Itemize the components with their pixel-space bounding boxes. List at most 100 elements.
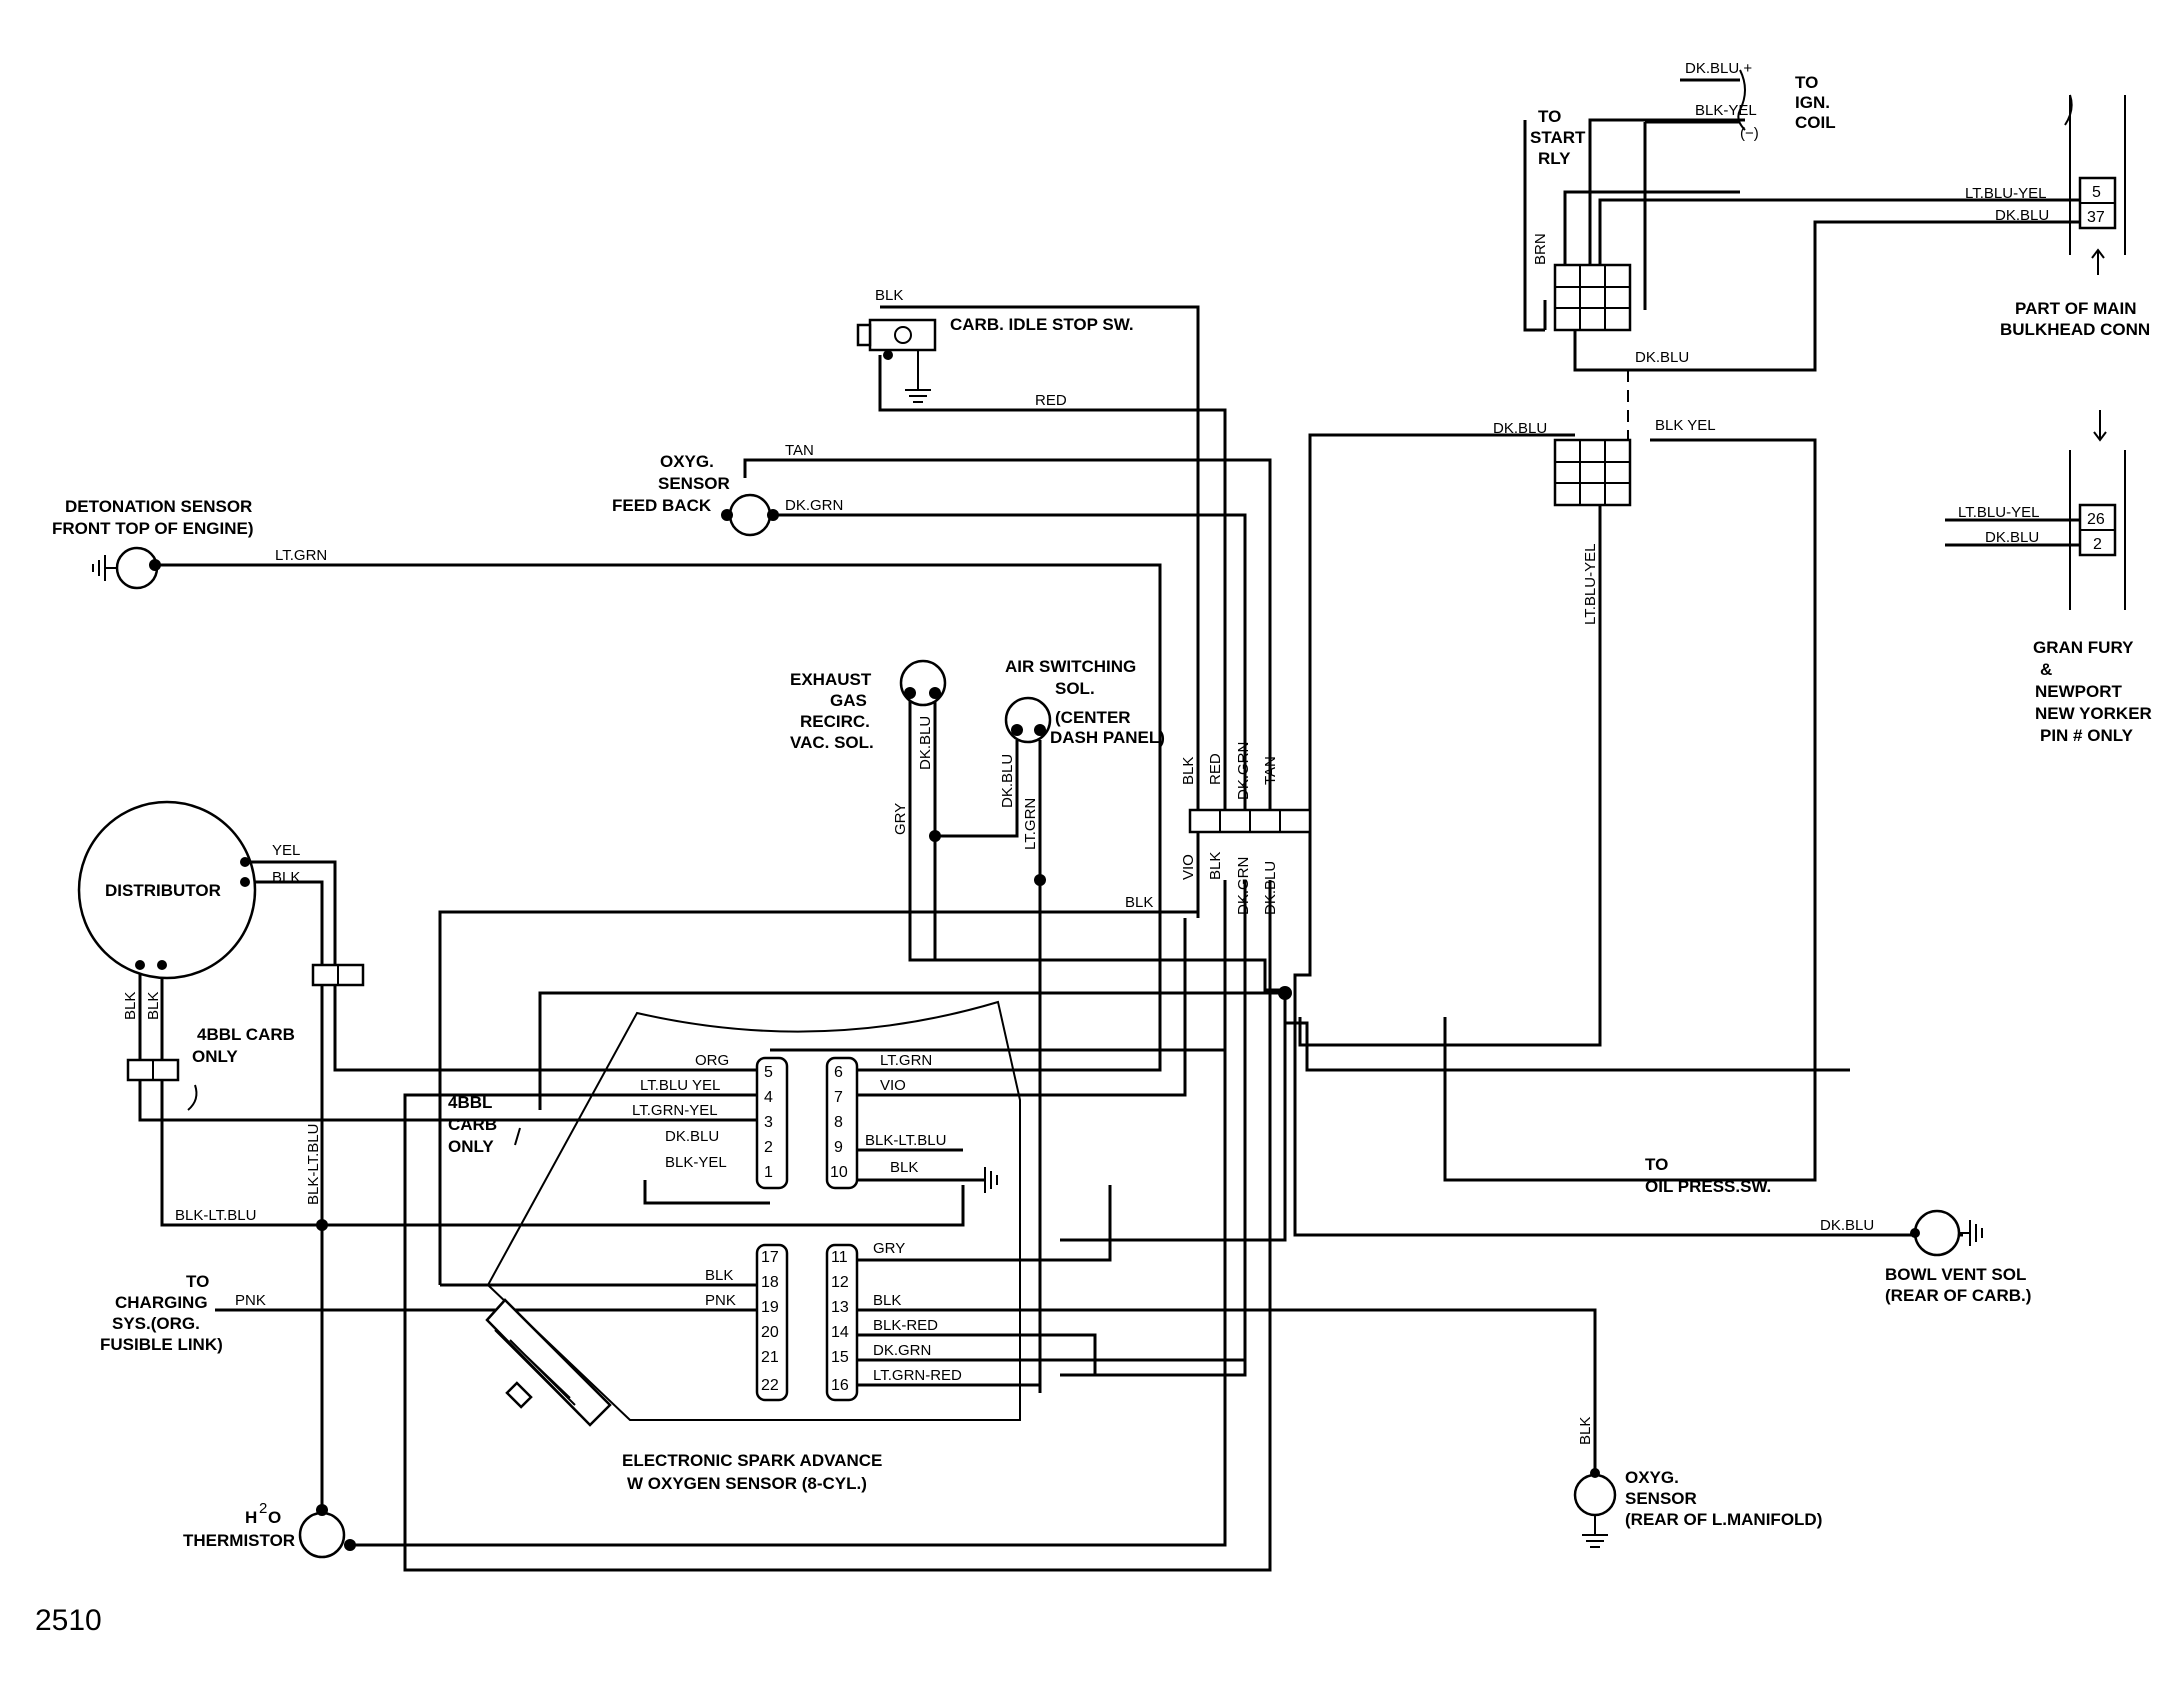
charging-label-1: TO (186, 1272, 209, 1291)
pin-4: 4 (764, 1089, 773, 1106)
charging-label-4: FUSIBLE LINK) (100, 1335, 223, 1354)
detonation-sensor-label-1: DETONATION SENSOR (65, 497, 252, 516)
start-rly-label-2: START (1530, 128, 1586, 147)
oxyg-feedback-label-2: SENSOR (658, 474, 730, 493)
wire-bundle-bot-2: BLK (1207, 852, 1224, 880)
wire-p4: LT.BLU YEL (640, 1077, 720, 1094)
gran-fury-label-4: NEW YORKER (2035, 704, 2152, 723)
pin-22: 22 (761, 1377, 779, 1394)
oxyg-rear-label-3: (REAR OF L.MANIFOLD) (1625, 1510, 1822, 1529)
wire-bundle-top-3: DK.GRN (1235, 742, 1252, 800)
pin-11: 11 (831, 1249, 848, 1266)
wire-red: RED (1035, 392, 1067, 409)
pin-1: 1 (764, 1164, 773, 1181)
start-relay-connector (1553, 263, 1632, 332)
oil-press-label-1: TO (1645, 1155, 1668, 1174)
air-sol-label-2: SOL. (1055, 679, 1095, 698)
detonation-sensor-label-2: FRONT TOP OF ENGINE) (52, 519, 254, 538)
wire-lt-blu-yel-bot: LT.BLU-YEL (1958, 504, 2039, 521)
wire-dk-blu-egr: DK.BLU (917, 716, 934, 770)
bowl-vent-label-1: BOWL VENT SOL (1885, 1265, 2026, 1284)
pin-16: 16 (831, 1377, 849, 1394)
wire-yel: YEL (272, 842, 300, 859)
wire-p1: BLK-YEL (665, 1154, 727, 1171)
heat-sink (485, 1298, 612, 1427)
charging-label-3: SYS.(ORG. (112, 1314, 200, 1333)
egr-label-2: GAS (830, 691, 867, 710)
wire-dk-grn: DK.GRN (785, 497, 843, 514)
start-rly-label-1: TO (1538, 107, 1561, 126)
ground-icon (984, 1167, 998, 1193)
wire-p6: LT.GRN (880, 1052, 932, 1069)
carb-idle-stop-label: CARB. IDLE STOP SW. (950, 315, 1134, 334)
arrow-down-icon (2093, 410, 2107, 442)
labels: DETONATION SENSOR FRONT TOP OF ENGINE) O… (35, 73, 2152, 1637)
oxyg-sensor-feedback-symbol (728, 493, 772, 537)
ground-icon (92, 555, 117, 581)
wire-blk-yel-conn: BLK YEL (1655, 417, 1716, 434)
pointer-arrow (514, 1127, 521, 1146)
air-sol-label-1: AIR SWITCHING (1005, 657, 1136, 676)
ground-icon (1959, 1220, 1983, 1246)
pin-10: 10 (830, 1164, 848, 1181)
pin-12: 12 (831, 1274, 849, 1291)
title-line-2: W OXYGEN SENSOR (8-CYL.) (627, 1474, 867, 1493)
ground-icon (1582, 1515, 1608, 1548)
pin-17: 17 (761, 1249, 779, 1266)
oxyg-feedback-label-3: FEED BACK (612, 496, 712, 515)
bulkhead-pin-2: 2 (2093, 536, 2102, 553)
wire-dk-blu-mid: DK.BLU (1635, 349, 1689, 366)
connector2-left-block (755, 1243, 789, 1402)
wire-p15: DK.GRN (873, 1342, 931, 1359)
thermistor-label: THERMISTOR (183, 1531, 295, 1550)
pin-3: 3 (764, 1114, 773, 1131)
thermistor-h: H (245, 1508, 257, 1527)
wire-blk-oxyg: BLK (1577, 1417, 1594, 1445)
wire-blk-v1: BLK (122, 992, 139, 1020)
pin-20: 20 (761, 1324, 779, 1341)
wire-p19: PNK (705, 1292, 736, 1309)
wire-minus: (−) (1740, 125, 1759, 142)
distributor-label: DISTRIBUTOR (105, 881, 221, 900)
wire-labels: BLK RED TAN DK.GRN LT.GRN DK.BLU GRY DK.… (122, 60, 2049, 1445)
air-switching-sol-symbol (1004, 696, 1052, 744)
wire-bundle-top-4: TAN (1262, 756, 1279, 785)
pin-9: 9 (834, 1139, 843, 1156)
wire-p5: ORG (695, 1052, 729, 1069)
charging-label-2: CHARGING (115, 1293, 208, 1312)
bulkhead-pin-5: 5 (2092, 184, 2101, 201)
wire-dk-blu-bowl: DK.BLU (1820, 1217, 1874, 1234)
ground-icon (905, 350, 931, 403)
oxyg-rear-label-1: OXYG. (1625, 1468, 1679, 1487)
wire-p16: LT.GRN-RED (873, 1367, 962, 1384)
esa-controller-outline (486, 1000, 1021, 1421)
pin-14: 14 (831, 1324, 849, 1341)
wire-bundle-top-1: BLK (1180, 757, 1197, 785)
pin-numbers: 5 4 3 2 1 6 7 8 9 10 17 18 19 20 21 22 1… (761, 184, 2105, 1394)
wire-blk-lt-blu-v: BLK-LT.BLU (305, 1124, 322, 1205)
wire-brn: BRN (1532, 233, 1549, 265)
bulkhead-pin-37: 37 (2087, 209, 2105, 226)
title-line-1: ELECTRONIC SPARK ADVANCE (622, 1451, 882, 1470)
pin-8: 8 (834, 1114, 843, 1131)
wire-bundle-bot-4: DK.BLU (1262, 861, 1279, 915)
bowl-vent-sol-symbol (1913, 1209, 1961, 1257)
4bbl-carb-label-1: 4BBL CARB (197, 1025, 295, 1044)
wire-blk-dist: BLK (272, 869, 300, 886)
wire-dk-blu-bot: DK.BLU (1985, 529, 2039, 546)
wire-p14: BLK-RED (873, 1317, 938, 1334)
gran-fury-label-5: PIN # ONLY (2040, 726, 2134, 745)
pin-21: 21 (761, 1349, 779, 1366)
bulkhead-label-1: PART OF MAIN (2015, 299, 2137, 318)
egr-label-4: VAC. SOL. (790, 733, 874, 752)
wires (138, 78, 2080, 1572)
gran-fury-label-2: & (2040, 660, 2052, 679)
figure-number: 2510 (35, 1604, 102, 1637)
pointer-arrow (187, 1084, 198, 1111)
wire-bundle-top-2: RED (1207, 753, 1224, 785)
ign-coil-label-1: TO (1795, 73, 1818, 92)
ign-coil-bracket (1737, 69, 1746, 131)
wire-p7: VIO (880, 1077, 906, 1094)
wire-p3: LT.GRN-YEL (632, 1102, 718, 1119)
pin-6: 6 (834, 1064, 843, 1081)
